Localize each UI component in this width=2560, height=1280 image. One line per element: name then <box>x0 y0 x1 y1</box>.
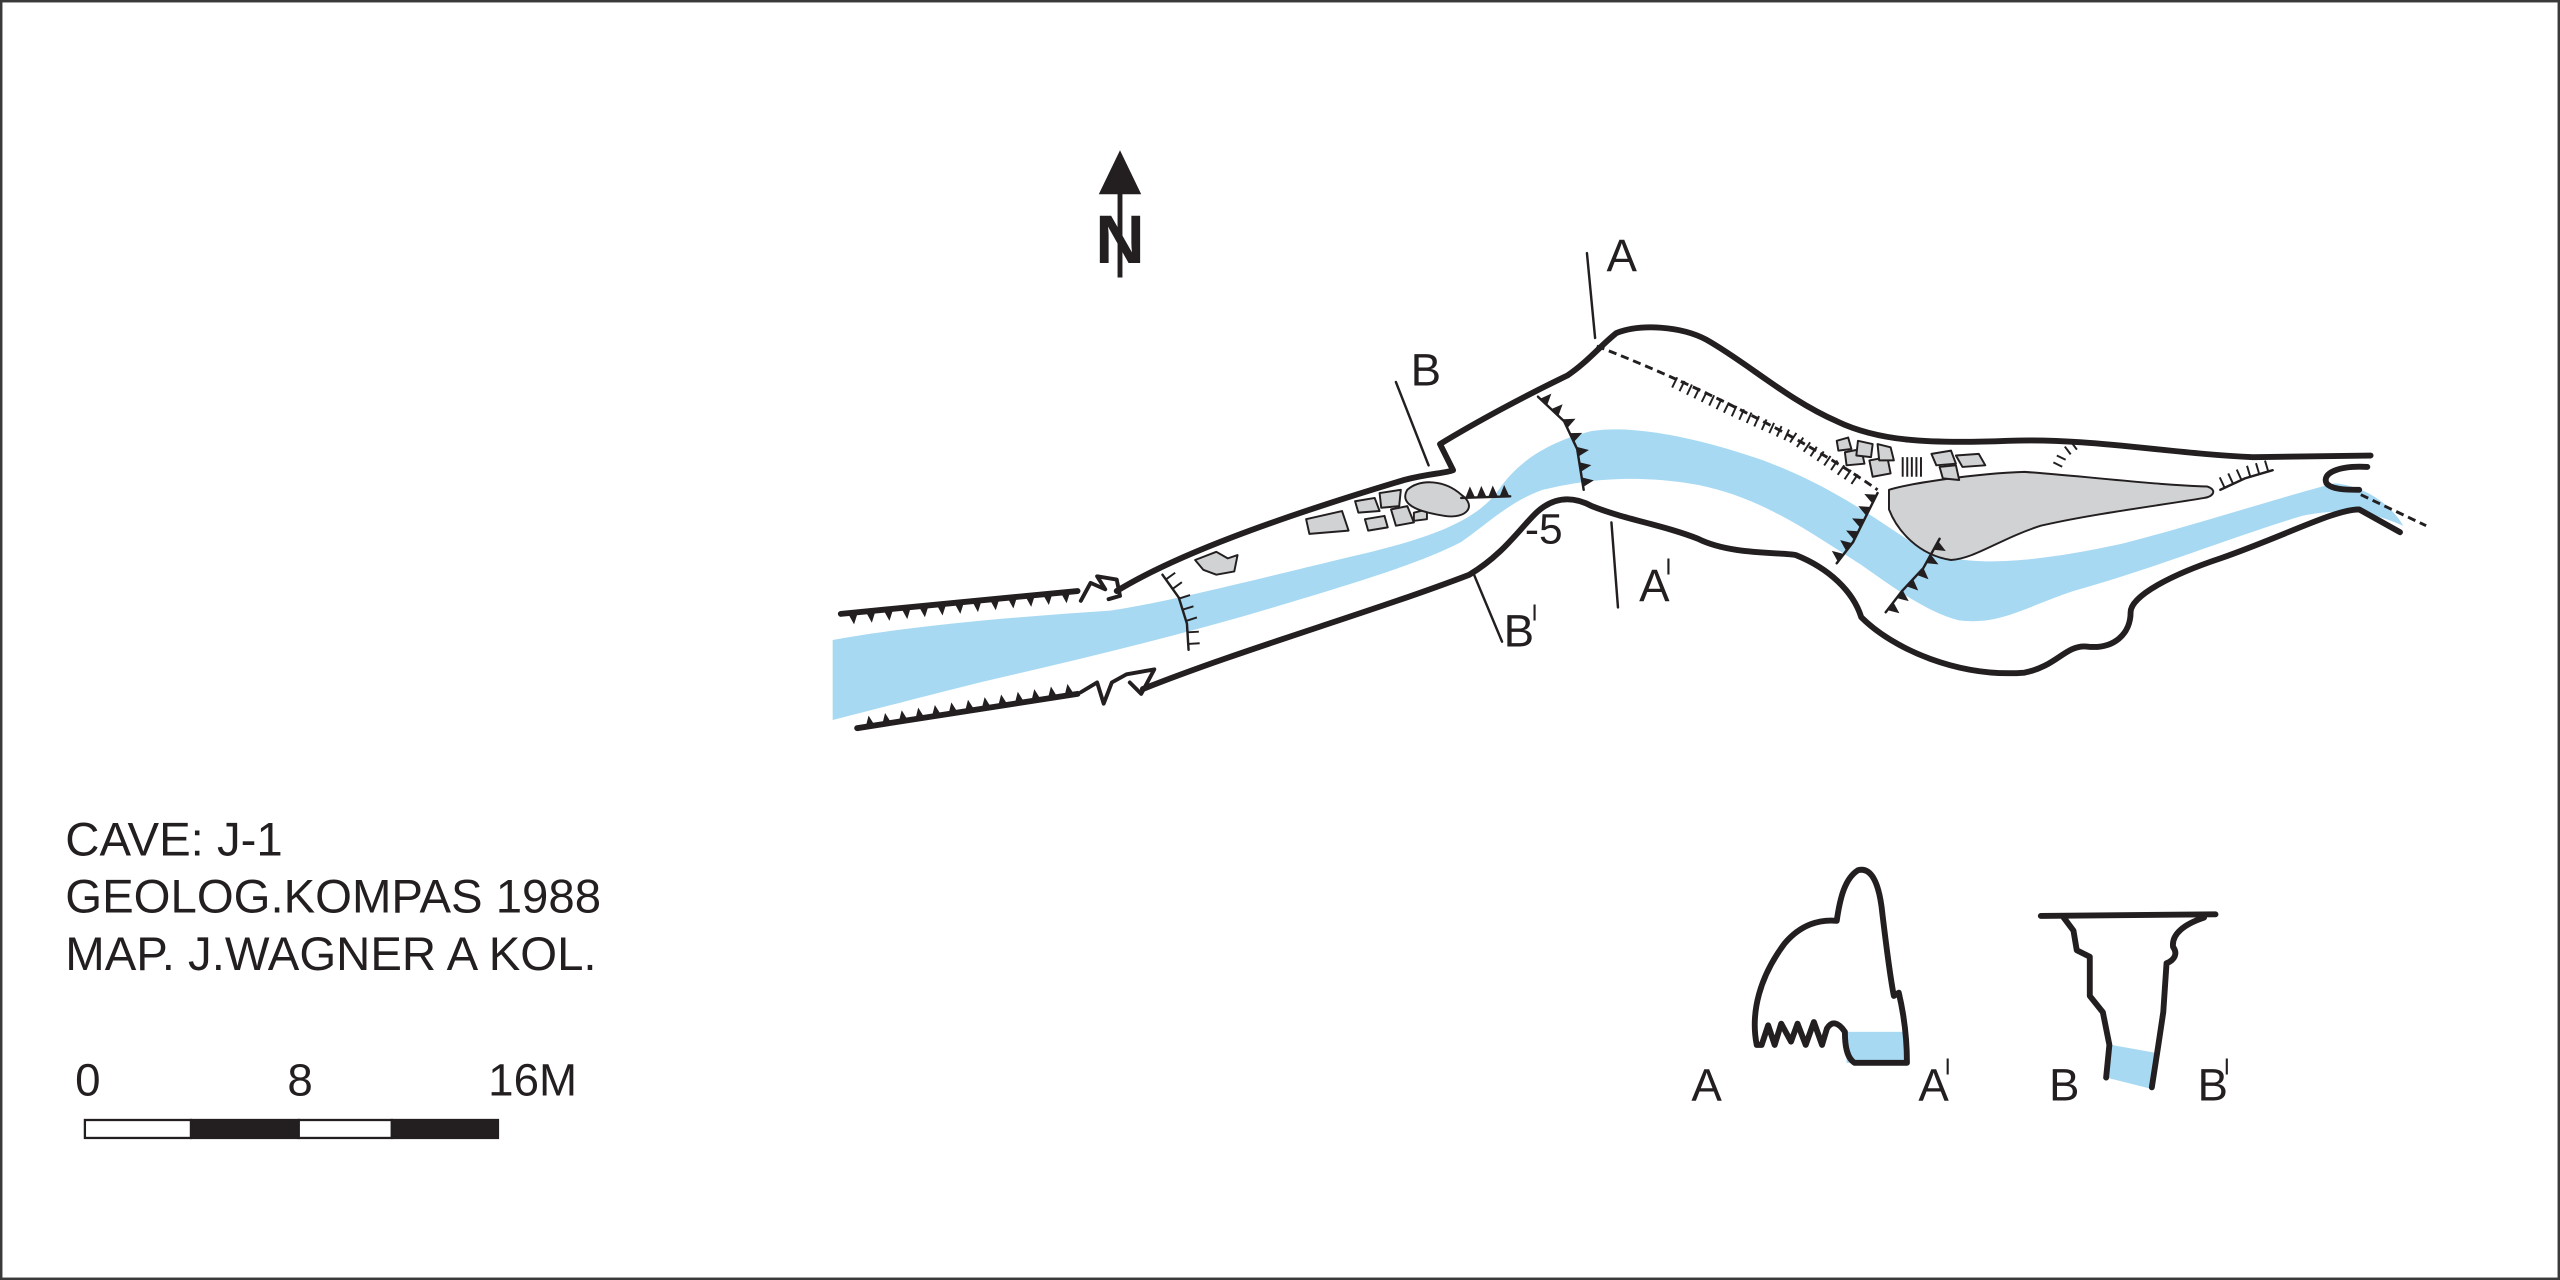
slope-line-east <box>2219 468 2274 492</box>
cross-section-a-water <box>1846 1031 1907 1063</box>
legend-cave: CAVE: J-1 <box>65 814 282 867</box>
cross-section-b-right-mark: I <box>2224 1053 2230 1079</box>
upper-wall-end-hook <box>2322 463 2371 493</box>
boulder <box>1954 452 1987 468</box>
cross-section-b-water <box>2106 1044 2157 1089</box>
cross-section-b-left-wall <box>2060 914 2113 1081</box>
scale-segment <box>297 1118 393 1140</box>
boulder <box>1930 449 1957 467</box>
boulder <box>1390 505 1415 527</box>
section-line-b <box>1394 380 1430 467</box>
section-label-a-end: A <box>1639 560 1670 611</box>
section-line-b-end <box>1471 570 1504 643</box>
boulder <box>1835 436 1853 452</box>
slope-hatching-east <box>2218 460 2270 489</box>
boulder <box>1876 443 1895 462</box>
section-label-a-end-mark: I <box>1665 554 1671 580</box>
scale-label-16m: 16M <box>488 1055 577 1106</box>
legend: CAVE: J-1 GEOLOG.KOMPAS 1988 MAP. J.WAGN… <box>65 814 601 981</box>
water-stream <box>832 429 2404 720</box>
boulder <box>1354 496 1381 514</box>
scale-label-0: 0 <box>75 1055 100 1106</box>
slope-edge-upper <box>1596 344 1879 491</box>
step-line-east <box>1884 537 1941 614</box>
boulder <box>1363 514 1389 532</box>
boulder <box>1855 439 1874 459</box>
slope-hatching-small <box>1901 457 1922 477</box>
step-marks-west <box>1540 393 1594 488</box>
slope-line-west <box>1161 573 1190 652</box>
section-label-b-end: B <box>1504 606 1534 657</box>
scale-bar: 0 8 16M <box>75 1055 577 1140</box>
step-line-middle <box>1835 491 1879 565</box>
boulders <box>1194 436 1987 576</box>
upper-wall <box>1113 324 2374 594</box>
boulder <box>1194 550 1239 576</box>
cross-section-b-right-wall <box>2148 914 2208 1091</box>
cross-section-a-left-label: A <box>1691 1059 1722 1110</box>
slope-hatching-upper <box>1671 376 1859 485</box>
cave-plan: A A I B B I -5 <box>832 230 2427 732</box>
section-label-a: A <box>1607 230 1638 281</box>
cross-section-b: B B I <box>2037 911 2230 1110</box>
cross-section-b-left-label: B <box>2049 1059 2079 1110</box>
boulder <box>1404 481 1470 518</box>
cross-section-b-top <box>2037 911 2219 919</box>
step-marks-middle <box>1831 494 1877 562</box>
section-line-a <box>1585 251 1597 340</box>
north-arrow-head <box>1098 150 1142 195</box>
north-label: N <box>1095 201 1145 278</box>
depth-label: -5 <box>1525 506 1563 553</box>
legend-survey: GEOLOG.KOMPAS 1988 <box>65 871 601 924</box>
boulder <box>1938 464 1961 481</box>
wall-detail-upper <box>1078 574 1122 603</box>
large-boulder-area <box>1888 470 2215 561</box>
unexplored-continuation <box>2360 493 2427 528</box>
section-label-b: B <box>1411 344 1441 395</box>
scale-segment <box>390 1118 500 1140</box>
boulder <box>1378 488 1402 509</box>
step-marks-east <box>1887 541 1946 614</box>
north-arrow: N <box>1095 150 1145 278</box>
step-marks-junction <box>1465 485 1510 498</box>
boulder <box>1305 510 1350 535</box>
step-marks-upper-left <box>848 591 1071 625</box>
step-marks-lower-left <box>865 683 1075 728</box>
cross-section-a-outline <box>1751 866 1910 1066</box>
slope-hatching-small <box>2052 441 2078 468</box>
scale-segment <box>83 1118 193 1140</box>
section-label-b-end-mark: I <box>1531 599 1537 625</box>
slope-hatching-west <box>1165 571 1200 645</box>
section-line-a-end <box>1610 521 1620 609</box>
lower-wall <box>1139 496 2403 692</box>
legend-mapped-by: MAP. J.WAGNER A KOL. <box>65 928 596 981</box>
cross-section-a-right-label: A <box>1918 1059 1949 1110</box>
cross-section-a: A A I <box>1691 866 1951 1110</box>
cross-section-b-right-label: B <box>2198 1059 2228 1110</box>
scale-segment <box>189 1118 300 1140</box>
scale-label-8: 8 <box>287 1055 312 1106</box>
cross-section-a-right-mark: I <box>1944 1053 1950 1079</box>
